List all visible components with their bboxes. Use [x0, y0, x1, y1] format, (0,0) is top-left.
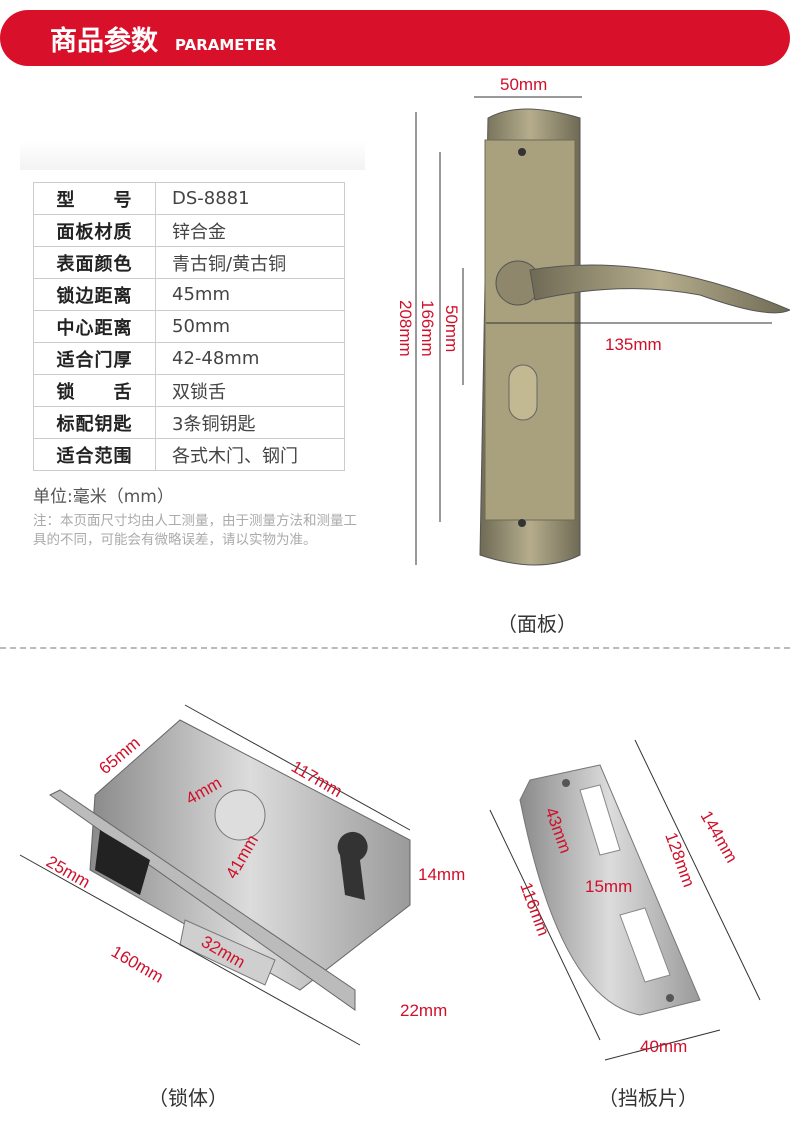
section-header: 商品参数 PARAMETER — [0, 10, 790, 66]
lock-body-drawing: 65mm 117mm 4mm 41mm 25mm 14mm 32mm 160mm… — [19, 704, 465, 1046]
section-title: 商品参数 — [50, 26, 158, 57]
panel-drawing: 50mm 208mm 166mm 50mm 135mm — [396, 75, 790, 566]
spec-value: 锌合金 — [155, 214, 345, 247]
strike-plate-drawing: 43mm 128mm 144mm 15mm 116mm 40mm — [489, 739, 761, 1061]
dead-bolt — [95, 830, 150, 895]
dim-strike-c: 144mm — [697, 808, 742, 867]
spec-row: 适合范围各式木门、钢门 — [33, 438, 345, 471]
section-subtitle: PARAMETER — [175, 36, 277, 54]
strike-caption: （挡板片） — [598, 1086, 698, 1110]
unit-label: 单位:毫米（mm） — [33, 487, 174, 507]
spec-value: 42-48mm — [155, 342, 345, 375]
spec-value: 45mm — [155, 278, 345, 311]
dim-body-i: 22mm — [400, 1001, 447, 1020]
spec-row: 表面颜色青古铜/黄古铜 — [33, 246, 345, 279]
dim-panel-total: 208mm — [396, 300, 415, 357]
spec-row: 面板材质锌合金 — [33, 214, 345, 247]
spec-key: 表面颜色 — [33, 246, 156, 279]
dim-panel-width: 50mm — [500, 75, 547, 94]
body-caption: （锁体） — [148, 1086, 228, 1110]
spec-value: 双锁舌 — [155, 374, 345, 407]
measurement-note: 注：本页面尺寸均由人工测量，由于测量方法和测量工具的不同，可能会有微略误差，请以… — [33, 513, 357, 548]
cylinder-hole — [337, 831, 368, 900]
dim-strike-f: 40mm — [640, 1037, 687, 1056]
spec-key: 适合范围 — [33, 438, 156, 471]
dim-panel-hole: 166mm — [418, 300, 437, 357]
dim-strike-d: 15mm — [585, 877, 632, 896]
spec-value: 青古铜/黄古铜 — [155, 246, 345, 279]
dim-body-h: 160mm — [108, 942, 167, 987]
key-cylinder — [508, 364, 538, 421]
dim-body-e: 25mm — [43, 852, 93, 892]
table-shade — [20, 140, 365, 170]
handle-lever — [529, 264, 790, 314]
panel-caption: （面板） — [497, 612, 577, 636]
dim-body-f: 14mm — [418, 865, 465, 884]
latch-bolt — [179, 919, 276, 986]
spec-key: 面板材质 — [33, 214, 156, 247]
dim-handle-length: 135mm — [605, 335, 662, 354]
spec-value: 各式木门、钢门 — [155, 438, 345, 471]
spec-key: 适合门厚 — [33, 342, 156, 375]
divider — [0, 647, 790, 649]
dim-panel-center: 50mm — [442, 305, 461, 352]
spec-value: 3条铜钥匙 — [155, 406, 345, 439]
